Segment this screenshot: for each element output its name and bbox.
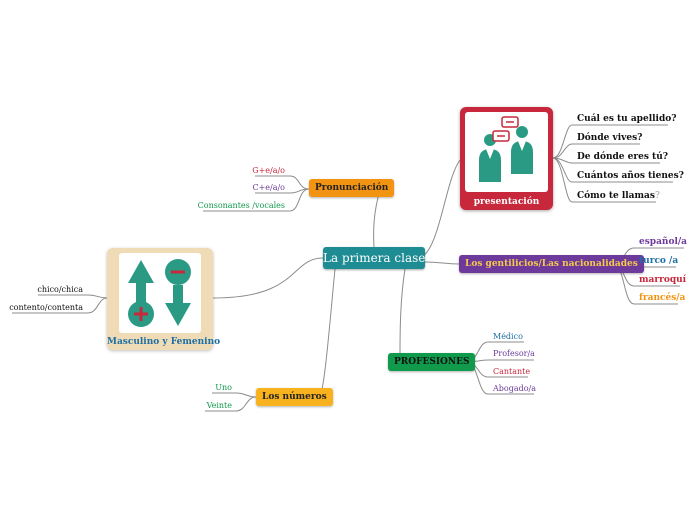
leaf-gentilicios-1[interactable]: español/a (639, 237, 688, 247)
leaf-presentacion-3[interactable]: De dónde eres tú? (577, 152, 669, 162)
topic-presentacion[interactable]: presentación (460, 107, 553, 210)
presentacion-label: presentación (473, 197, 540, 207)
topic-numeros[interactable]: Los números (256, 388, 333, 406)
leaf-profesiones-3[interactable]: Cantante (493, 367, 531, 376)
leaf-gentilicios-3[interactable]: marroquí (639, 275, 687, 285)
leaf-gentilicios-2[interactable]: turco /a (639, 256, 679, 266)
leaf-presentacion-5[interactable]: Cómo te llamas? (577, 190, 660, 202)
leaf-presentacion-1[interactable]: Cuál es tu apellido? (577, 114, 677, 124)
central-topic[interactable]: La primera clase (323, 247, 425, 269)
leaf-presentacion-4[interactable]: Cuántos años tienes? (577, 171, 684, 181)
leaf-numeros-1[interactable]: Uno (215, 383, 232, 392)
leaf-pronunciacion-2[interactable]: C+e/a/o (252, 183, 285, 192)
topic-masculino-femenino[interactable]: Masculino y Femenino (107, 248, 221, 350)
link-central-numeros (319, 268, 336, 398)
up-down-arrows-plus-minus-icon (119, 253, 201, 333)
leaf-presentacion-5-text: Cómo te llamas (577, 191, 655, 201)
leaf-presentacion-2[interactable]: Dónde vives? (577, 133, 643, 143)
leaf-presentacion-5-suffix: ? (654, 191, 660, 201)
link-central-gentilicios (424, 261, 460, 265)
link-central-presentacion (419, 159, 461, 259)
leaf-profesiones-4[interactable]: Abogado/a (493, 384, 537, 393)
leaf-masculino-2[interactable]: contento/contenta (9, 303, 83, 312)
topic-profesiones[interactable]: PROFESIONES (388, 353, 476, 371)
leaf-profesiones-2[interactable]: Profesor/a (493, 349, 535, 358)
link-central-profesiones (399, 268, 406, 354)
topic-gentilicios[interactable]: Los gentilicios/Las nacionalidades (459, 255, 644, 273)
leaf-gentilicios-4[interactable]: francés/a (639, 293, 686, 303)
masculino-label: Masculino y Femenino (107, 337, 221, 347)
leaf-numeros-2[interactable]: Veinte (206, 401, 232, 410)
two-people-chat-icon (465, 112, 548, 192)
link-central-masculino (212, 257, 324, 299)
link-central-pronunciacion (373, 196, 379, 248)
leaf-profesiones-1[interactable]: Médico (493, 332, 523, 341)
topic-pronunciacion[interactable]: Pronunciación (309, 179, 395, 197)
leaf-pronunciacion-3[interactable]: Consonantes /vocales (197, 201, 285, 210)
leaf-masculino-1[interactable]: chico/chica (37, 285, 83, 294)
leaf-pronunciacion-1[interactable]: G+e/a/o (252, 166, 285, 175)
